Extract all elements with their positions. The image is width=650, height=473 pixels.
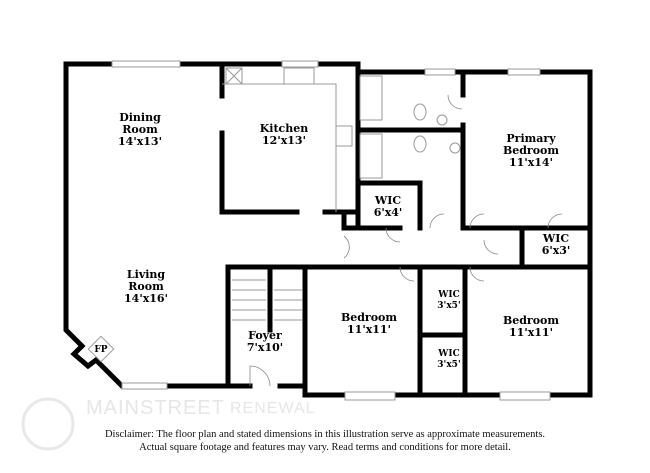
- foyer-size: 7'x10': [247, 341, 283, 354]
- bedroom-label: Bedroom: [341, 311, 397, 324]
- wic-size: 3'x5': [437, 360, 460, 370]
- disclaimer-line-2: Actual square footage and features may v…: [139, 442, 511, 453]
- windows: [111, 60, 551, 401]
- watermark-line2: RENEWAL: [230, 400, 316, 417]
- wic-size: 6'x4': [374, 206, 403, 219]
- stairs: [232, 279, 302, 321]
- dining-room-size: 14'x13': [118, 135, 162, 148]
- disclaimer-line-1: Disclaimer: The floor plan and stated di…: [104, 429, 546, 440]
- wic-size: 3'x5': [437, 301, 460, 311]
- fireplace: FP: [87, 335, 115, 363]
- wic-label: WIC: [437, 349, 459, 359]
- bedroom-size: 11'x11': [509, 326, 553, 339]
- wic-label: WIC: [437, 290, 459, 300]
- doors: [249, 94, 563, 387]
- living-room-label-2: Room: [128, 280, 164, 293]
- fixtures: [222, 67, 461, 212]
- kitchen-size: 12'x13': [262, 134, 306, 147]
- logo-icon: [21, 397, 75, 451]
- dining-room-label: Dining: [119, 111, 161, 124]
- primary-bedroom-label: Primary: [506, 132, 556, 145]
- wic-label: WIC: [542, 232, 569, 245]
- fireplace-label: FP: [94, 345, 107, 355]
- wic-size: 6'x3': [542, 244, 571, 257]
- watermark-line1: MAINSTREET: [86, 397, 225, 419]
- wic-label: WIC: [374, 194, 401, 207]
- dining-room-label-2: Room: [122, 123, 158, 136]
- room-labels: Dining Room 14'x13' Kitchen 12'x13' Livi…: [118, 111, 570, 370]
- primary-bedroom-size: 11'x14': [509, 156, 553, 169]
- bedroom-label: Bedroom: [503, 314, 559, 327]
- walls: [63, 61, 593, 398]
- living-room-label: Living: [127, 268, 165, 281]
- foyer-label: Foyer: [248, 329, 282, 342]
- bedroom-size: 11'x11': [347, 323, 391, 336]
- primary-bedroom-label-2: Bedroom: [503, 144, 559, 157]
- kitchen-label: Kitchen: [260, 122, 309, 135]
- living-room-size: 14'x16': [124, 292, 168, 305]
